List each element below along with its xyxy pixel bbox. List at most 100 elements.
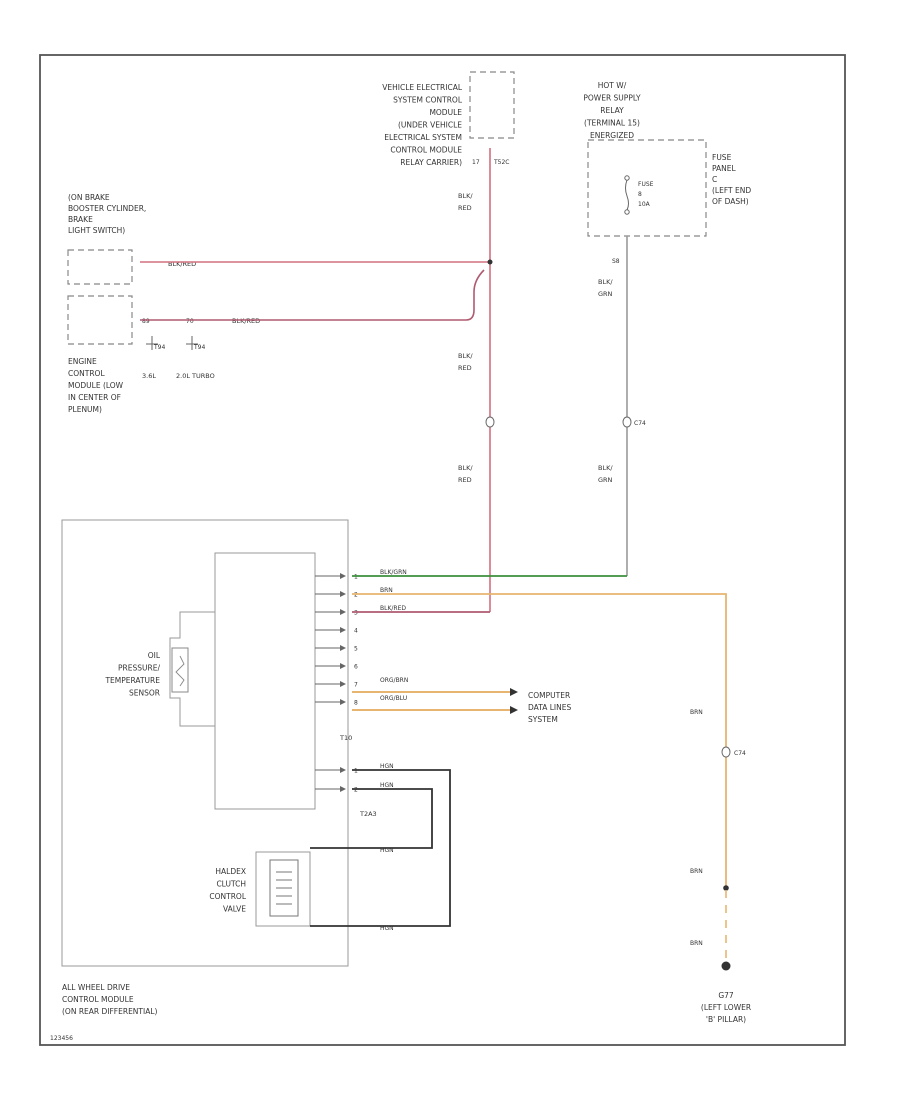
- fusepanel-label-line: (LEFT END: [712, 186, 751, 195]
- stop-marker-a: [146, 336, 158, 350]
- t10-pin-terminal-icon: [340, 681, 346, 687]
- vecm-pin: 17: [472, 159, 480, 166]
- data-label-line: DATA LINES: [528, 703, 571, 712]
- t2-connector-label: T2A3: [359, 810, 377, 818]
- ground-icon: [721, 961, 731, 971]
- stop-marker-a-label: T94: [153, 344, 165, 351]
- brake-label-line: LIGHT SWITCH): [68, 226, 125, 235]
- brn-wire-label-3: BRN: [690, 940, 703, 947]
- wl-red-low-line: BLK/: [458, 464, 473, 472]
- ecm-label-line: ENGINE: [68, 357, 97, 366]
- t10-connector-label: T10: [339, 734, 352, 742]
- relay-label-line: RELAY: [600, 106, 624, 115]
- vecm-out-wire-label: BLK/RED: [458, 192, 473, 212]
- t10-wire-label: BLK/GRN: [380, 569, 407, 576]
- valve-label-line: VALVE: [223, 905, 246, 914]
- ecm-label-line: CONTROL: [68, 369, 105, 378]
- vecm-label-line: SYSTEM CONTROL: [393, 96, 463, 105]
- fusepanel-label-line: PANEL: [712, 164, 737, 173]
- t10-pin-number: 6: [354, 664, 358, 671]
- awd-inner-box: [214, 552, 316, 810]
- fuse-pin: S8: [612, 258, 620, 265]
- t10-pin-number: 8: [354, 700, 358, 707]
- red-low-wire-label: BLK/RED: [458, 464, 473, 484]
- t2-pin-terminal-icon: [340, 786, 346, 792]
- junction-dot-brn: [723, 885, 729, 891]
- wl-red-low-line: RED: [458, 476, 472, 484]
- ecm-pin-b: 70: [186, 318, 194, 325]
- wl-fuse-low-line: BLK/: [598, 464, 613, 472]
- sensor-label-line: SENSOR: [129, 689, 160, 698]
- ground-label: G77(LEFT LOWER'B' PILLAR): [701, 991, 751, 1024]
- awd-label-line: (ON REAR DIFFERENTIAL): [62, 1007, 158, 1016]
- relay-label-line: POWER SUPPLY: [583, 94, 641, 103]
- vecm-label-line: MODULE: [429, 108, 462, 117]
- diagram-frame: [39, 54, 846, 1046]
- ground-label-line: G77: [718, 991, 734, 1000]
- brake-label-line: (ON BRAKE: [68, 193, 110, 202]
- wl-fuse-out-line: BLK/: [598, 278, 613, 286]
- vecm-box: [469, 71, 515, 139]
- vecm-label-line: (UNDER VEHICLE: [398, 121, 462, 130]
- data-label-line: COMPUTER: [528, 691, 570, 700]
- data-line-arrow-1: [510, 688, 518, 696]
- wl-vecm-out-line: RED: [458, 204, 472, 212]
- splice-gray-label: C74: [634, 420, 646, 427]
- brake-switch-label: (ON BRAKE BOOSTER CYLINDER, BRAKE LIGHT SWI…: [68, 193, 146, 235]
- oil-sensor-element: [175, 655, 185, 687]
- t10-pin-number: 7: [354, 682, 358, 689]
- svg-text:2.0L TURBO: 2.0L TURBO: [176, 372, 215, 380]
- valve-label-line: CLUTCH: [216, 880, 246, 889]
- wl-vecm-out-line: BLK/: [458, 192, 473, 200]
- fuse-panel-box: [587, 139, 707, 237]
- ground-label-line: (LEFT LOWER: [701, 1003, 751, 1012]
- vecm-label-line: ELECTRICAL SYSTEM: [384, 133, 462, 142]
- relay-label-line: ENERGIZED: [590, 131, 634, 140]
- ecm-pin-a: 89: [142, 318, 150, 325]
- relay-label-line: HOT W/: [598, 81, 627, 90]
- sensor-bracket: [169, 611, 215, 727]
- fuse-element-icon: [625, 179, 629, 211]
- t10-pin-number: 5: [354, 646, 358, 653]
- splice-brn: [721, 746, 731, 758]
- t2-pin-terminal-icon: [340, 767, 346, 773]
- fuse-terminal-top: [624, 175, 630, 181]
- t10-pin-terminal-icon: [340, 699, 346, 705]
- wire-valve-2: [310, 788, 433, 849]
- power-relay-label: HOT W/POWER SUPPLY RELAY (TERMINAL 15) ENER…: [583, 81, 641, 140]
- ecm-label-line: IN CENTER OF: [68, 393, 121, 402]
- wire-blk-red-ecm: [140, 269, 485, 321]
- t2-wire-label: HGN: [380, 763, 394, 770]
- valve-wire-label-2: HGN: [380, 925, 394, 932]
- fuse-label-line: FUSE: [638, 181, 654, 188]
- wl-fuse-out-line: GRN: [598, 290, 613, 298]
- vecm-connector: T52C: [493, 159, 510, 166]
- ecm-label-line: MODULE (LOW: [68, 381, 124, 390]
- splice-gray: [622, 416, 632, 428]
- t10-pin-terminal-icon: [340, 573, 346, 579]
- brn-wire-label-2: BRN: [690, 868, 703, 875]
- t10-pin-terminal-icon: [340, 627, 346, 633]
- t10-wire-label: ORG/BLU: [380, 695, 407, 702]
- brake-label-line: BOOSTER CYLINDER,: [68, 204, 146, 213]
- t10-wire-label: BLK/RED: [380, 605, 406, 612]
- t10-wire-label: ORG/BRN: [380, 677, 408, 684]
- t10-pin-number: 3: [354, 610, 358, 617]
- brake-label-line: BRAKE: [68, 215, 93, 224]
- t10-pin-terminal-icon: [340, 609, 346, 615]
- wire-brn: [352, 593, 727, 888]
- relay-label-line: (TERMINAL 15): [584, 119, 640, 128]
- stop-marker-b-label: T94: [193, 344, 205, 351]
- fusepanel-label-line: C: [712, 175, 717, 184]
- t10-pin-terminal-icon: [340, 663, 346, 669]
- sensor-label-line: TEMPERATURE: [104, 676, 160, 685]
